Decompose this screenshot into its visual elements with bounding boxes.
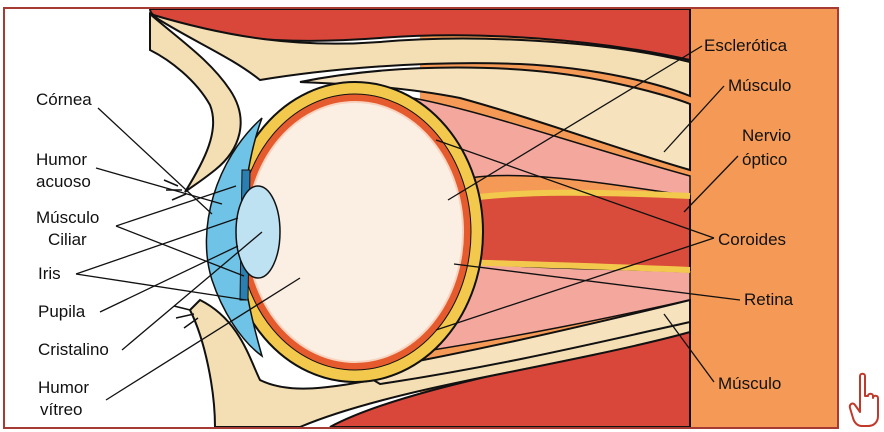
label-humor-vitreo-line1: Humor bbox=[38, 378, 89, 398]
label-musculo-ciliar-line2: Ciliar bbox=[48, 230, 87, 250]
label-musculo-top: Músculo bbox=[728, 76, 791, 96]
label-musculo-bottom: Músculo bbox=[718, 374, 781, 394]
label-musculo-ciliar-line1: Músculo bbox=[36, 208, 99, 228]
label-iris: Iris bbox=[38, 264, 61, 284]
label-retina: Retina bbox=[744, 290, 793, 310]
label-esclerotica: Esclerótica bbox=[704, 36, 787, 56]
label-humor-acuoso-line2: acuoso bbox=[36, 172, 91, 192]
diagram-frame bbox=[3, 7, 839, 429]
label-coroides: Coroides bbox=[718, 230, 786, 250]
label-pupila: Pupila bbox=[38, 302, 85, 322]
label-nervio-optico-line2: óptico bbox=[742, 150, 787, 170]
label-humor-vitreo-line2: vítreo bbox=[40, 400, 83, 420]
label-cornea: Córnea bbox=[36, 90, 92, 110]
label-humor-acuoso-line1: Humor bbox=[36, 150, 87, 170]
hand-pointer-icon[interactable] bbox=[848, 372, 882, 428]
label-cristalino: Cristalino bbox=[38, 340, 109, 360]
label-nervio-optico-line1: Nervio bbox=[742, 126, 791, 146]
